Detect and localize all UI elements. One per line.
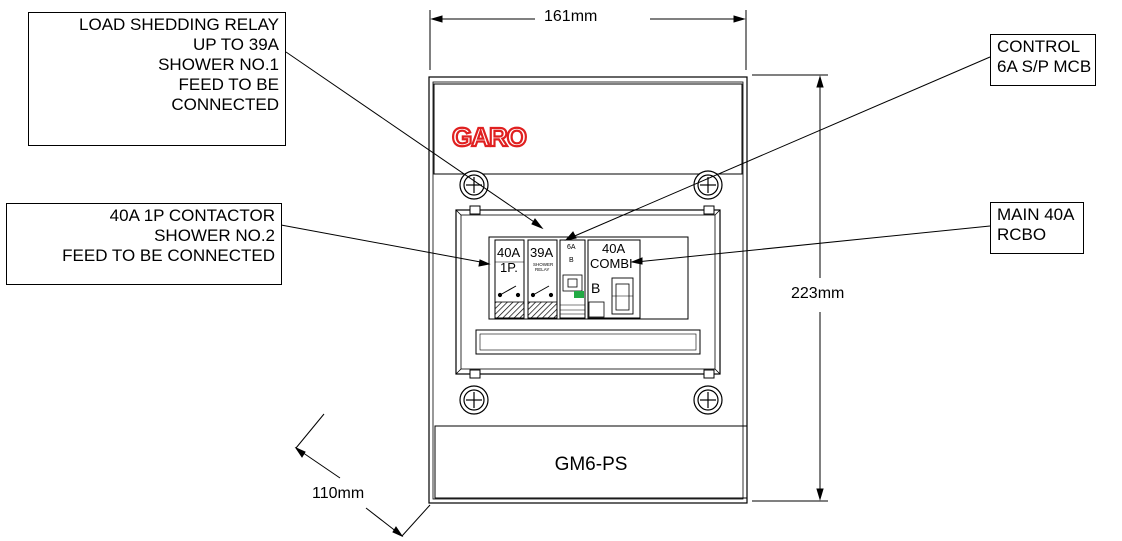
callout-line: 6A S/P MCB xyxy=(997,57,1092,76)
depth-dimension-label: 110mm xyxy=(308,485,369,503)
callout-line: SHOWER NO.1 xyxy=(158,55,279,74)
mcb-curve: B xyxy=(569,257,574,264)
callout-line: LOAD SHEDDING RELAY xyxy=(79,15,279,34)
mcb-rating: 6A xyxy=(567,244,576,251)
relay-label-line1: SHOWER xyxy=(533,262,554,267)
callout-line: RCBO xyxy=(997,225,1047,244)
callout-line: FEED TO BE CONNECTED xyxy=(62,246,275,265)
contactor-rating: 40A xyxy=(497,245,520,260)
callout-line: CONTROL xyxy=(997,37,1081,56)
callout-load-shedding-relay: LOAD SHEDDING RELAY UP TO 39A SHOWER NO.… xyxy=(28,12,286,146)
callout-line: UP TO 39A xyxy=(193,35,279,54)
rcbo-rating: 40A xyxy=(602,241,625,256)
mcb-module xyxy=(559,239,586,319)
leader-lines xyxy=(280,51,991,267)
screw-icon xyxy=(459,170,489,200)
screw-icon xyxy=(693,385,723,415)
callout-line: SHOWER NO.2 xyxy=(154,226,275,245)
height-dimension xyxy=(752,74,828,502)
rcbo-module xyxy=(587,239,641,319)
callout-line: MAIN 40A xyxy=(997,205,1075,224)
screw-icon xyxy=(459,385,489,415)
width-dimension xyxy=(429,10,747,70)
screw-icon xyxy=(693,170,723,200)
relay-rating: 39A xyxy=(530,245,553,260)
depth-dimension xyxy=(294,413,431,538)
brand-logo: GARO xyxy=(452,122,527,152)
relay-module xyxy=(527,239,558,319)
callout-line: CONNECTED xyxy=(171,95,279,114)
callout-control-mcb: CONTROL 6A S/P MCB xyxy=(990,34,1096,86)
width-dimension-label: 161mm xyxy=(540,8,602,26)
contactor-poles: 1P. xyxy=(500,260,518,275)
callout-line: 40A 1P CONTACTOR xyxy=(109,206,275,225)
enclosure-body xyxy=(428,76,748,504)
relay-label-line2: RELAY xyxy=(535,267,549,272)
callout-contactor: 40A 1P CONTACTOR SHOWER NO.2 FEED TO BE … xyxy=(6,203,282,285)
height-dimension-label: 223mm xyxy=(787,285,849,303)
callout-line: FEED TO BE xyxy=(178,75,279,94)
rcbo-type: COMBI xyxy=(590,256,633,271)
rcbo-curve: B xyxy=(591,280,600,296)
cover-frame xyxy=(455,205,721,379)
model-label: GM6-PS xyxy=(555,454,628,475)
callout-main-rcbo: MAIN 40A RCBO xyxy=(990,202,1084,254)
contactor-module xyxy=(494,239,525,319)
